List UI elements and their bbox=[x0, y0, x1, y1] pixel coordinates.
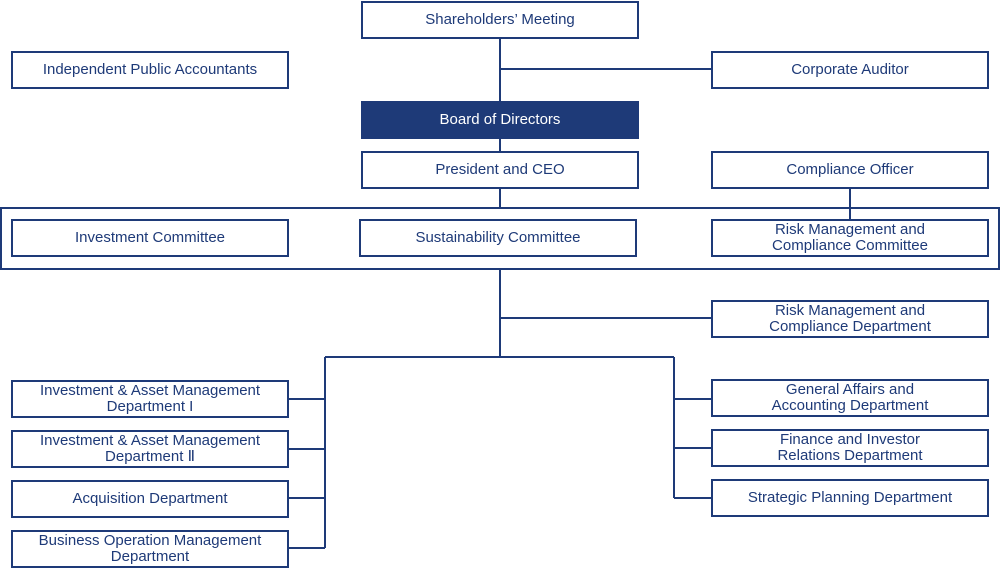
investment-committee-label: Investment Committee bbox=[74, 229, 226, 246]
president-ceo-box: President and CEO bbox=[361, 151, 639, 189]
general-affairs-accounting-dept-label: General Affairs and Accounting Departmen… bbox=[771, 381, 929, 414]
board-of-directors-box: Board of Directors bbox=[361, 101, 639, 139]
shareholders-meeting-box: Shareholders’ Meeting bbox=[361, 1, 639, 39]
investment-asset-management-dept-1-box: Investment & Asset Management Department… bbox=[11, 380, 289, 418]
investment-asset-management-dept-1-label: Investment & Asset Management Department… bbox=[39, 382, 261, 415]
risk-compliance-department-box: Risk Management and Compliance Departmen… bbox=[711, 300, 989, 338]
investment-committee-box: Investment Committee bbox=[11, 219, 289, 257]
sustainability-committee-box: Sustainability Committee bbox=[359, 219, 637, 257]
independent-public-accountants-label: Independent Public Accountants bbox=[42, 61, 258, 78]
risk-compliance-committee-label: Risk Management and Compliance Committee bbox=[772, 221, 928, 254]
committees-group bbox=[0, 207, 1000, 270]
president-ceo-label: President and CEO bbox=[435, 161, 565, 178]
general-affairs-accounting-dept-box: General Affairs and Accounting Departmen… bbox=[711, 379, 989, 417]
risk-compliance-department-label: Risk Management and Compliance Departmen… bbox=[769, 302, 931, 335]
compliance-officer-label: Compliance Officer bbox=[786, 161, 914, 178]
compliance-officer-box: Compliance Officer bbox=[711, 151, 989, 189]
sustainability-committee-label: Sustainability Committee bbox=[415, 229, 581, 246]
finance-investor-relations-dept-box: Finance and Investor Relations Departmen… bbox=[711, 429, 989, 467]
finance-investor-relations-dept-label: Finance and Investor Relations Departmen… bbox=[777, 431, 923, 464]
corporate-auditor-box: Corporate Auditor bbox=[711, 51, 989, 89]
investment-asset-management-dept-2-label: Investment & Asset Management Department… bbox=[39, 432, 261, 465]
independent-public-accountants-box: Independent Public Accountants bbox=[11, 51, 289, 89]
shareholders-meeting-label: Shareholders’ Meeting bbox=[425, 11, 575, 28]
business-operation-management-dept-box: Business Operation Management Department bbox=[11, 530, 289, 568]
strategic-planning-department-box: Strategic Planning Department bbox=[711, 479, 989, 517]
board-of-directors-label: Board of Directors bbox=[439, 111, 561, 128]
business-operation-management-dept-label: Business Operation Management Department bbox=[38, 532, 262, 565]
acquisition-department-box: Acquisition Department bbox=[11, 480, 289, 518]
strategic-planning-department-label: Strategic Planning Department bbox=[747, 489, 953, 506]
risk-compliance-committee-box: Risk Management and Compliance Committee bbox=[711, 219, 989, 257]
investment-asset-management-dept-2-box: Investment & Asset Management Department… bbox=[11, 430, 289, 468]
corporate-auditor-label: Corporate Auditor bbox=[791, 61, 909, 78]
acquisition-department-label: Acquisition Department bbox=[72, 490, 228, 507]
